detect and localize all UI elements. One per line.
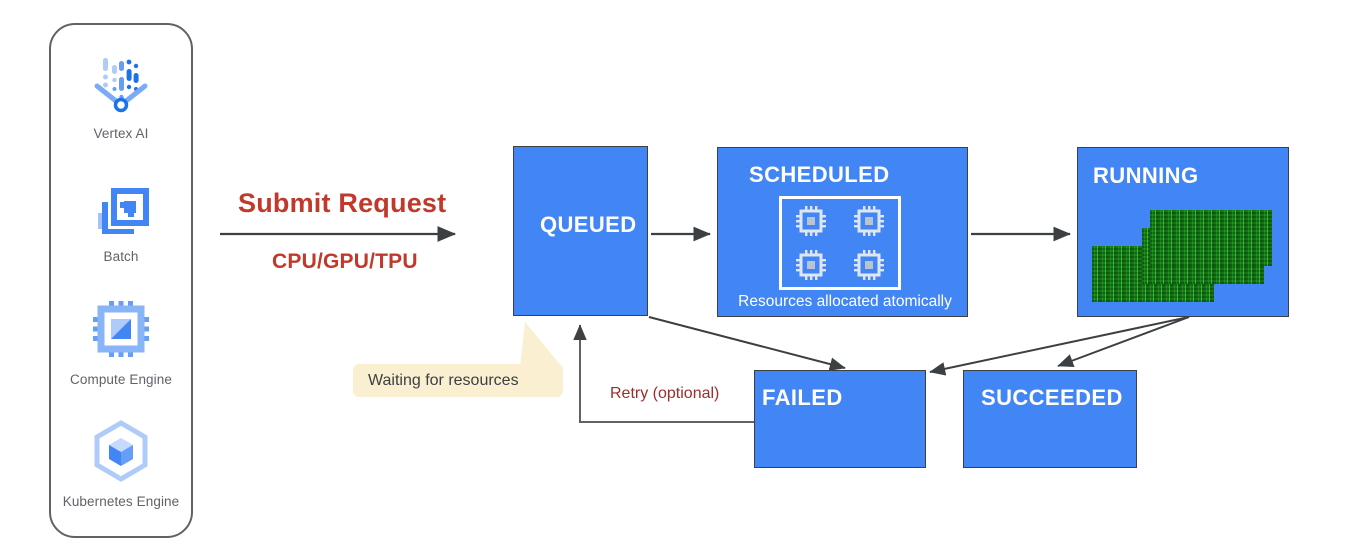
compute-engine-icon bbox=[88, 296, 154, 362]
allocated-resources-frame bbox=[779, 196, 901, 290]
state-label-failed: FAILED bbox=[762, 385, 843, 410]
batch-icon bbox=[88, 173, 154, 239]
service-label-batch: Batch bbox=[103, 248, 139, 264]
state-label-queued: QUEUED bbox=[540, 212, 637, 237]
kubernetes-engine-icon bbox=[88, 418, 154, 484]
cpu-chip-icon bbox=[854, 206, 884, 236]
scheduled-caption: Resources allocated atomically bbox=[738, 293, 952, 310]
cpu-chip-icon bbox=[854, 250, 884, 280]
state-label-succeeded: SUCCEEDED bbox=[981, 385, 1123, 410]
running-terminal-stack bbox=[1092, 200, 1272, 304]
waiting-callout-text: Waiting for resources bbox=[368, 372, 519, 389]
submit-request-label: Submit Request bbox=[238, 188, 447, 218]
terminal-panel bbox=[1150, 210, 1272, 266]
service-label-compute-engine: Compute Engine bbox=[70, 371, 172, 387]
waiting-callout-bubble bbox=[353, 364, 563, 397]
arrow-running-to-failed bbox=[929, 316, 1190, 376]
service-label-vertex-ai: Vertex AI bbox=[93, 126, 149, 142]
retry-optional-label: Retry (optional) bbox=[610, 385, 720, 402]
arrow-running-to-succeeded bbox=[1057, 316, 1190, 368]
service-item-vertex-ai[interactable]: Vertex AI bbox=[51, 50, 191, 142]
arrow-retry-to-queued bbox=[573, 324, 754, 423]
google-cloud-services-panel: Vertex AI Batch bbox=[49, 23, 193, 538]
state-box-queued[interactable] bbox=[513, 146, 648, 316]
service-label-kubernetes-engine: Kubernetes Engine bbox=[62, 494, 180, 510]
cpu-chip-icon bbox=[796, 206, 826, 236]
service-item-kubernetes-engine[interactable]: Kubernetes Engine bbox=[51, 418, 191, 510]
state-label-scheduled: SCHEDULED bbox=[749, 162, 890, 187]
state-box-failed[interactable] bbox=[754, 370, 926, 468]
resource-types-label: CPU/GPU/TPU bbox=[272, 250, 418, 273]
arrow-queued-to-failed bbox=[648, 316, 846, 371]
vertex-ai-icon bbox=[88, 50, 154, 116]
service-item-compute-engine[interactable]: Compute Engine bbox=[51, 296, 191, 388]
state-label-running: RUNNING bbox=[1093, 163, 1199, 188]
service-item-batch[interactable]: Batch bbox=[51, 173, 191, 265]
cpu-chip-icon bbox=[796, 250, 826, 280]
